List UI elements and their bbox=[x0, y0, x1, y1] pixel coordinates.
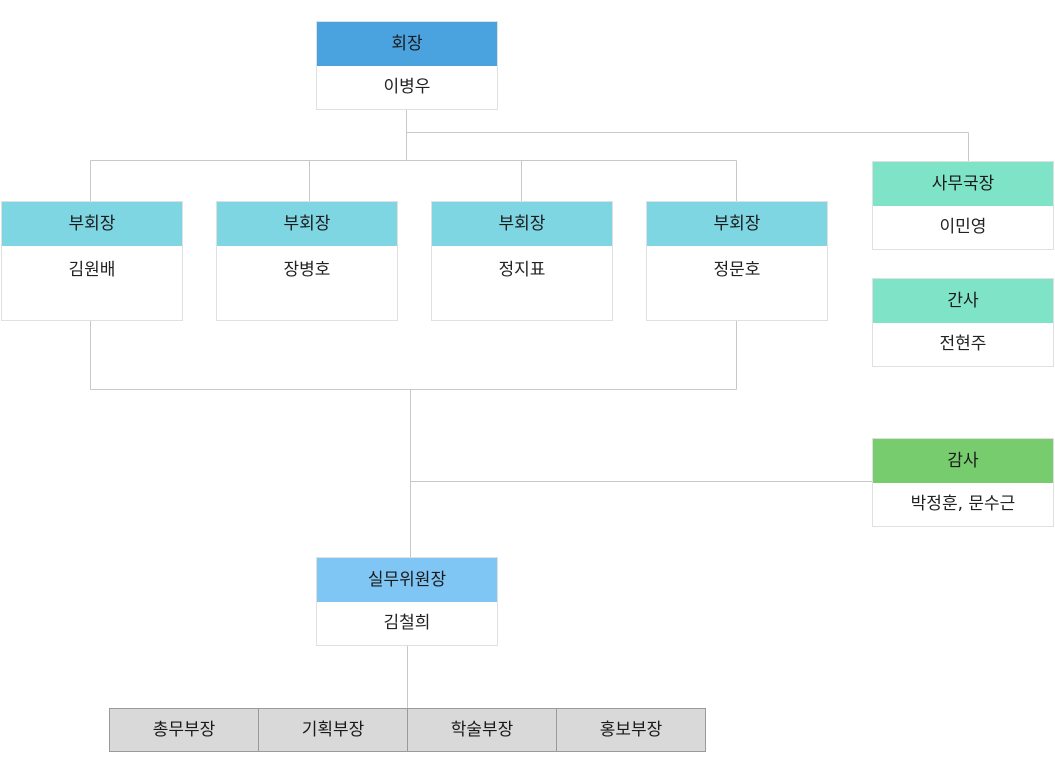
vice-president-box-3: 부회장 정지표 bbox=[431, 201, 613, 321]
auditor-name: 박정훈, 문수근 bbox=[910, 494, 1016, 514]
secretary-general-title: 사무국장 bbox=[873, 162, 1053, 206]
vice-president-title: 부회장 bbox=[432, 202, 612, 246]
vice-president-box-1: 부회장 김원배 bbox=[1, 201, 183, 321]
president-name: 이병우 bbox=[383, 77, 431, 97]
vice-president-box-2: 부회장 장병호 bbox=[216, 201, 398, 321]
secretary-title: 간사 bbox=[873, 279, 1053, 323]
secretary-name: 전현주 bbox=[939, 334, 987, 354]
vice-president-title: 부회장 bbox=[2, 202, 182, 246]
vice-president-title: 부회장 bbox=[217, 202, 397, 246]
vice-president-name: 김원배 bbox=[68, 260, 116, 280]
president-title: 회장 bbox=[317, 22, 497, 66]
department-public-relations: 홍보부장 bbox=[556, 709, 705, 751]
vice-president-name: 장병호 bbox=[283, 260, 331, 280]
committee-chair-name: 김철희 bbox=[383, 613, 431, 633]
secretary-box: 간사 전현주 bbox=[872, 278, 1054, 367]
secretary-general-name: 이민영 bbox=[939, 217, 987, 237]
vice-president-title: 부회장 bbox=[647, 202, 827, 246]
secretary-general-box: 사무국장 이민영 bbox=[872, 161, 1054, 250]
vice-president-name: 정지표 bbox=[498, 260, 546, 280]
department-academic: 학술부장 bbox=[407, 709, 556, 751]
committee-chair-box: 실무위원장 김철희 bbox=[316, 557, 498, 646]
vice-president-box-4: 부회장 정문호 bbox=[646, 201, 828, 321]
auditor-box: 감사 박정훈, 문수근 bbox=[872, 438, 1054, 527]
vice-president-name: 정문호 bbox=[713, 260, 761, 280]
committee-chair-title: 실무위원장 bbox=[317, 558, 497, 602]
department-row: 총무부장 기획부장 학술부장 홍보부장 bbox=[109, 708, 706, 752]
department-planning: 기획부장 bbox=[258, 709, 407, 751]
president-box: 회장 이병우 bbox=[316, 21, 498, 110]
auditor-title: 감사 bbox=[873, 439, 1053, 483]
department-general-affairs: 총무부장 bbox=[152, 720, 216, 740]
